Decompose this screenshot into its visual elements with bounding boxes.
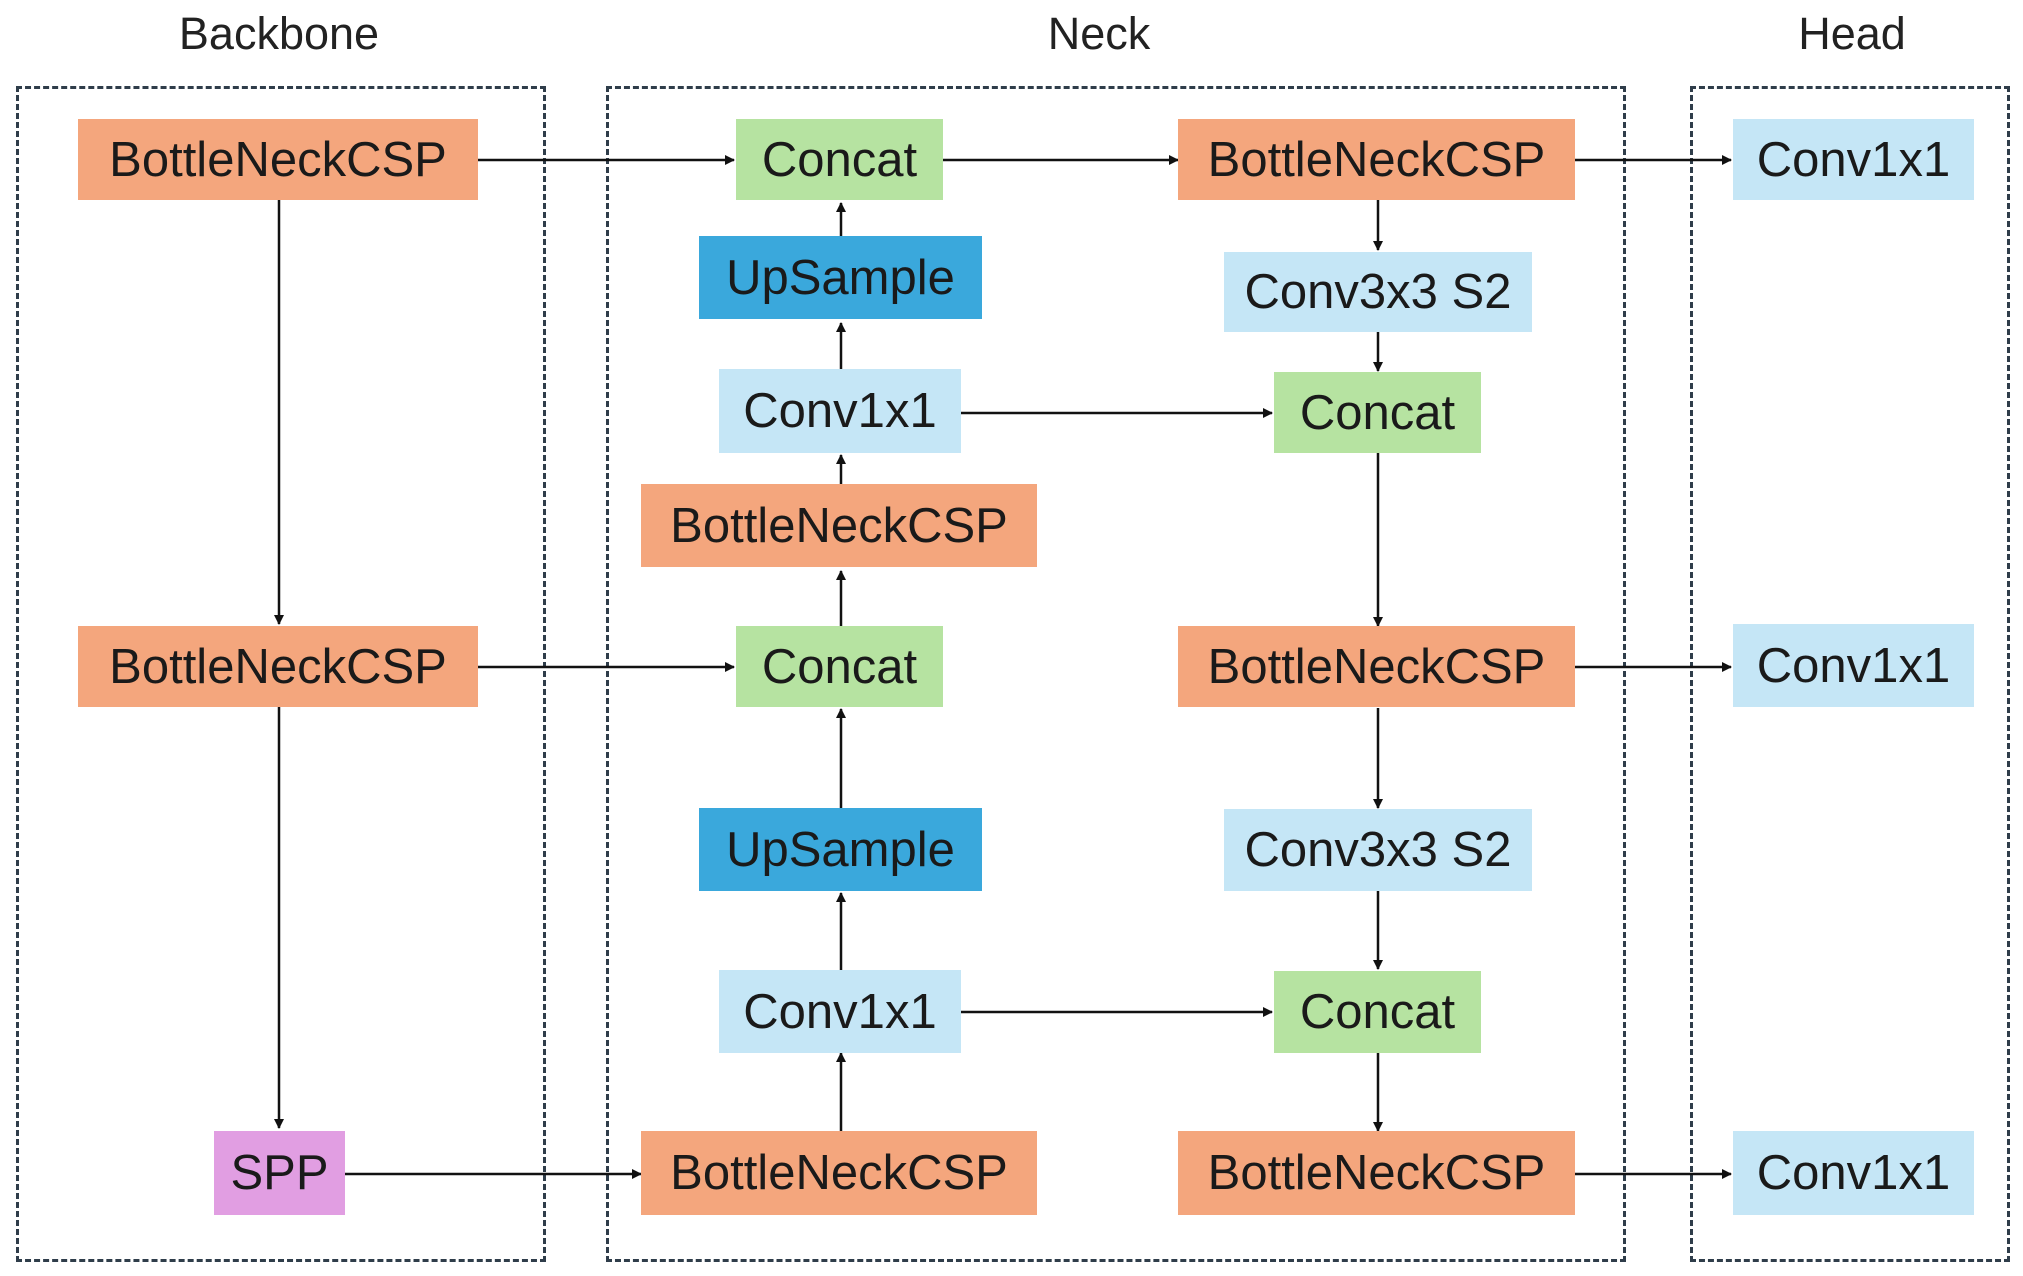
head-conv1x1-bottom: Conv1x1 bbox=[1733, 1131, 1974, 1215]
backbone-group bbox=[16, 86, 546, 1262]
neck-right-concat-low: Concat bbox=[1274, 971, 1481, 1053]
neck-bottleneckcsp-bottom: BottleNeckCSP bbox=[641, 1131, 1037, 1215]
backbone-bottleneckcsp-1: BottleNeckCSP bbox=[78, 119, 478, 200]
backbone-spp: SPP bbox=[214, 1131, 345, 1215]
neck-bottleneckcsp-mid: BottleNeckCSP bbox=[641, 484, 1037, 567]
neck-right-concat-top: Concat bbox=[1274, 372, 1481, 453]
backbone-bottleneckcsp-2: BottleNeckCSP bbox=[78, 626, 478, 707]
section-label-neck: Neck bbox=[1047, 8, 1151, 59]
neck-right-bottleneckcsp-mid: BottleNeckCSP bbox=[1178, 626, 1575, 707]
neck-upsample-top: UpSample bbox=[699, 236, 982, 319]
neck-concat-mid: Concat bbox=[736, 626, 943, 707]
neck-group bbox=[606, 86, 1626, 1262]
neck-conv1x1-low: Conv1x1 bbox=[719, 970, 961, 1053]
neck-right-bottleneckcsp-top: BottleNeckCSP bbox=[1178, 119, 1575, 200]
neck-conv1x1-top: Conv1x1 bbox=[719, 369, 961, 453]
head-conv1x1-mid: Conv1x1 bbox=[1733, 624, 1974, 707]
section-label-head: Head bbox=[1798, 8, 1906, 59]
section-label-backbone: Backbone bbox=[178, 8, 380, 59]
neck-concat-top: Concat bbox=[736, 119, 943, 200]
head-conv1x1-top: Conv1x1 bbox=[1733, 119, 1974, 200]
neck-upsample-low: UpSample bbox=[699, 808, 982, 891]
neck-right-bottleneckcsp-bottom: BottleNeckCSP bbox=[1178, 1131, 1575, 1215]
neck-right-conv3x3-s2-top: Conv3x3 S2 bbox=[1224, 252, 1532, 332]
neck-right-conv3x3-s2-low: Conv3x3 S2 bbox=[1224, 809, 1532, 891]
head-group bbox=[1690, 86, 2010, 1262]
